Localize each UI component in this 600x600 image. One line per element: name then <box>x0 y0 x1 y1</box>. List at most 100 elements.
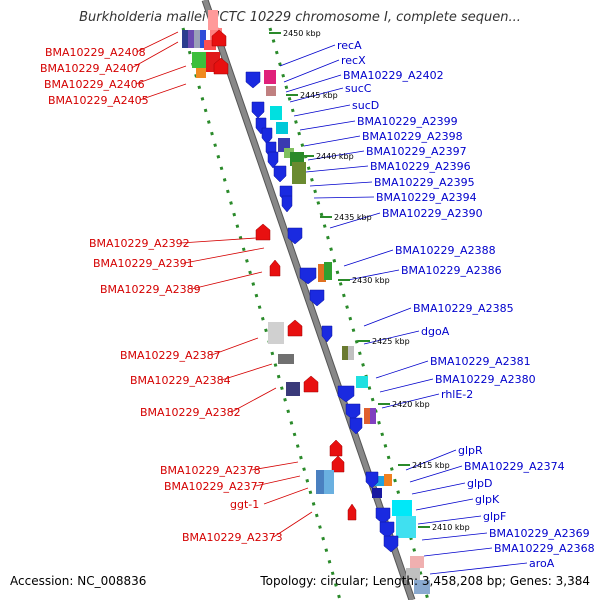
gene-block-left-5 <box>208 10 218 30</box>
right-label-connector <box>305 165 369 173</box>
gene-block-left-1 <box>188 30 194 48</box>
right-label-connector <box>381 393 440 409</box>
right-gene-label: glpF <box>483 510 506 523</box>
left-label-connector <box>263 487 309 505</box>
gene-arrow-blue-6 <box>273 165 287 183</box>
scale-label: 2450 kbp <box>283 29 321 38</box>
right-gene-label: aroA <box>529 557 555 570</box>
gene-block-right-5 <box>284 148 294 158</box>
right-gene-label: BMA10229_A2368 <box>494 542 595 555</box>
gene-arrow-red-7 <box>331 455 345 473</box>
right-gene-label: BMA10229_A2394 <box>376 191 477 204</box>
right-label-connector <box>309 181 373 187</box>
right-gene-label: BMA10229_A2388 <box>395 244 496 257</box>
gene-block-right-19 <box>396 516 416 538</box>
gene-arrow-blue-19 <box>383 535 399 553</box>
left-gene-label: BMA10229_A2378 <box>160 464 261 477</box>
scale-label: 2430 kbp <box>352 276 390 285</box>
left-label-connector <box>255 475 301 487</box>
gene-arrow-red-4 <box>287 319 303 337</box>
gene-arrow-red-2 <box>255 223 271 241</box>
left-gene-label: BMA10229_A2392 <box>89 237 190 250</box>
left-label-connector <box>211 337 259 356</box>
right-label-connector <box>285 74 342 93</box>
right-gene-label: BMA10229_A2374 <box>464 460 565 473</box>
gene-block-left-6 <box>192 52 206 68</box>
right-label-connector <box>303 135 361 147</box>
right-gene-label: BMA10229_A2396 <box>370 160 471 173</box>
gene-block-right-20 <box>410 556 424 568</box>
right-label-connector <box>421 532 488 541</box>
scale-label: 2410 kbp <box>432 523 470 532</box>
gene-block-right-10 <box>342 346 348 360</box>
right-gene-label: BMA10229_A2399 <box>357 115 458 128</box>
gene-block-left-3 <box>200 30 206 48</box>
left-gene-label: BMA10229_A2382 <box>140 406 241 419</box>
right-label-connector <box>375 360 429 379</box>
scale-label: 2415 kbp <box>412 461 450 470</box>
gene-block-grey-2 <box>286 382 300 396</box>
gene-arrow-blue-17 <box>375 507 391 525</box>
scale-label: 2420 kbp <box>392 400 430 409</box>
left-gene-label: BMA10229_A2373 <box>182 531 283 544</box>
right-label-connector <box>307 150 365 161</box>
right-gene-label: recX <box>341 54 366 67</box>
left-gene-label: BMA10229_A2391 <box>93 257 194 270</box>
gene-block-right-22 <box>414 580 430 594</box>
right-gene-label: BMA10229_A2398 <box>362 130 463 143</box>
left-label-connector <box>273 511 313 538</box>
track-dots-0 <box>181 27 342 600</box>
gene-arrow-blue-5 <box>267 151 279 169</box>
right-label-connector <box>417 515 482 525</box>
gene-arrow-blue-1 <box>251 101 265 119</box>
gene-block-right-17 <box>372 488 382 498</box>
right-gene-label: glpD <box>467 477 493 490</box>
gene-block-right-11 <box>348 346 354 360</box>
right-label-connector <box>415 498 474 511</box>
right-gene-label: glpR <box>458 444 483 457</box>
left-gene-label: BMA10229_A2407 <box>40 62 141 75</box>
gene-block-grey-4 <box>324 470 334 494</box>
left-label-connector <box>221 363 273 381</box>
left-label-connector <box>135 65 187 85</box>
right-gene-label: dgoA <box>421 325 450 338</box>
gene-block-left-0 <box>182 30 188 48</box>
right-gene-label: BMA10229_A2369 <box>489 527 590 540</box>
gene-arrow-blue-12 <box>321 325 333 343</box>
right-label-connector <box>299 120 356 131</box>
right-label-connector <box>283 59 340 83</box>
right-gene-label: recA <box>337 39 362 52</box>
right-gene-label: sucC <box>345 82 372 95</box>
right-label-connector <box>313 196 375 199</box>
gene-block-right-0 <box>264 70 276 84</box>
gene-block-right-13 <box>364 408 370 424</box>
left-gene-label: BMA10229_A2387 <box>120 349 221 362</box>
gene-block-left-9 <box>204 40 216 50</box>
left-gene-label: BMA10229_A2408 <box>45 46 146 59</box>
right-label-connector <box>405 449 457 471</box>
scale-label: 2435 kbp <box>334 213 372 222</box>
right-label-connector <box>279 44 336 67</box>
gene-block-left-2 <box>194 30 200 48</box>
right-label-connector <box>379 378 434 393</box>
left-gene-label: BMA10229_A2377 <box>164 480 265 493</box>
gene-block-right-2 <box>270 106 282 120</box>
gene-arrow-blue-11 <box>309 289 325 307</box>
right-label-connector <box>347 269 400 281</box>
right-gene-label: sucD <box>352 99 379 112</box>
gene-block-right-16 <box>384 474 392 486</box>
right-label-connector <box>409 465 463 483</box>
gene-block-right-21 <box>406 568 420 580</box>
right-gene-label: BMA10229_A2380 <box>435 373 536 386</box>
gene-arrow-blue-16 <box>365 471 379 489</box>
right-label-connector <box>423 547 493 557</box>
gene-block-right-1 <box>266 86 276 96</box>
right-label-connector <box>411 482 466 495</box>
right-label-connector <box>343 249 394 267</box>
right-gene-label: rhlE-2 <box>441 388 473 401</box>
left-label-connector <box>131 41 179 69</box>
gene-arrow-blue-15 <box>349 417 363 435</box>
left-label-connector <box>231 387 277 413</box>
left-gene-label: BMA10229_A2389 <box>100 283 201 296</box>
